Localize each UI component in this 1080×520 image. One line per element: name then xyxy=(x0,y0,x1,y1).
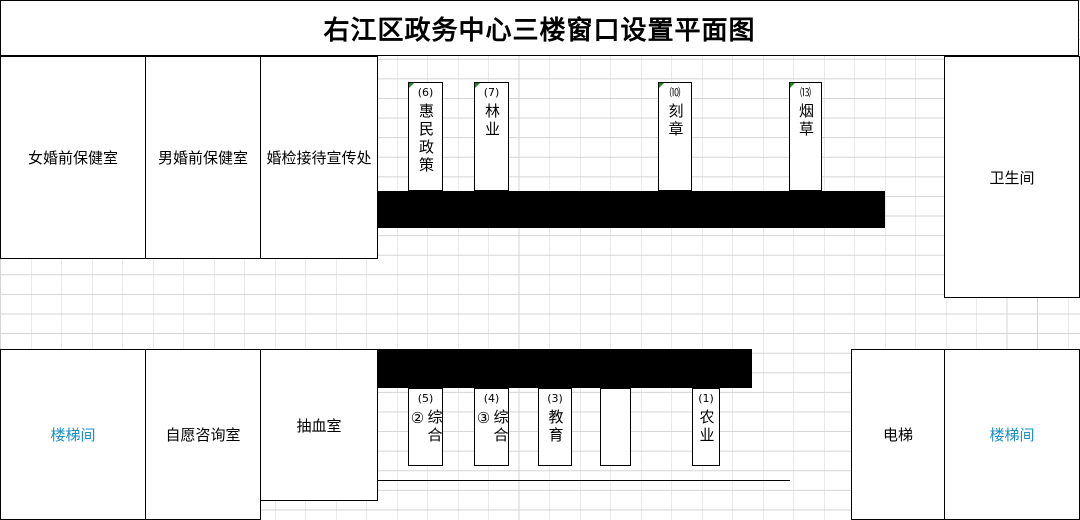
corner-mark xyxy=(475,83,480,88)
window-label: 综合③ xyxy=(474,409,510,445)
room-label: 电梯 xyxy=(882,426,913,444)
window-number: (1) xyxy=(698,392,714,405)
room-elevator: 电梯 xyxy=(851,349,945,520)
room-stairs-left: 楼梯间 xyxy=(0,349,146,520)
window-6: (6) 惠民政策 xyxy=(408,82,443,191)
window-label: 林业 xyxy=(483,103,501,139)
window-number: (7) xyxy=(483,86,500,99)
floor-line xyxy=(377,480,790,481)
room-label: 楼梯间 xyxy=(50,426,96,444)
window-5: (5) 综合② xyxy=(408,388,444,466)
window-label: 教育 xyxy=(546,409,565,445)
window-7: (7) 林业 xyxy=(474,82,509,191)
room-label: 男婚前保健室 xyxy=(157,149,248,167)
room-restroom: 卫生间 xyxy=(944,56,1080,298)
room-male-premarital: 男婚前保健室 xyxy=(145,56,261,259)
window-blank xyxy=(600,388,631,466)
room-label: 卫生间 xyxy=(989,168,1035,187)
window-number: ⒀ xyxy=(800,86,811,99)
room-label: 自愿咨询室 xyxy=(165,426,241,444)
room-blood-draw: 抽血室 xyxy=(260,349,378,501)
window-10: ⑽ 刻章 xyxy=(658,82,692,191)
window-number: (5) xyxy=(417,392,434,405)
window-label: 刻章 xyxy=(666,103,685,139)
room-label: 婚检接待宣传处 xyxy=(266,149,372,167)
service-counter-bottom xyxy=(377,349,752,388)
window-number: (4) xyxy=(483,392,500,405)
window-13: ⒀ 烟草 xyxy=(789,82,822,191)
window-label: 烟草 xyxy=(797,103,815,139)
corner-mark xyxy=(409,83,414,88)
room-label: 女婚前保健室 xyxy=(27,149,118,167)
window-label: 农业 xyxy=(697,409,716,445)
window-label: 综合② xyxy=(408,409,444,445)
plan-title: 右江区政务中心三楼窗口设置平面图 xyxy=(323,15,756,46)
window-number: (6) xyxy=(417,86,434,99)
window-number: ⑽ xyxy=(669,86,681,99)
corner-mark xyxy=(659,83,664,88)
title-bar: 右江区政务中心三楼窗口设置平面图 xyxy=(0,0,1079,56)
service-counter-top xyxy=(377,191,885,228)
room-stairs-right: 楼梯间 xyxy=(944,349,1080,520)
room-female-premarital: 女婚前保健室 xyxy=(0,56,146,259)
room-marriage-checkup: 婚检接待宣传处 xyxy=(260,56,378,259)
window-label: 惠民政策 xyxy=(417,103,435,175)
room-label: 楼梯间 xyxy=(989,426,1035,444)
window-1: (1) 农业 xyxy=(692,388,720,466)
window-number: (3) xyxy=(547,392,563,405)
room-consultation: 自愿咨询室 xyxy=(145,349,261,520)
room-label: 抽血室 xyxy=(296,416,342,435)
window-4: (4) 综合③ xyxy=(474,388,510,466)
corner-mark xyxy=(790,83,795,88)
window-3: (3) 教育 xyxy=(538,388,572,466)
